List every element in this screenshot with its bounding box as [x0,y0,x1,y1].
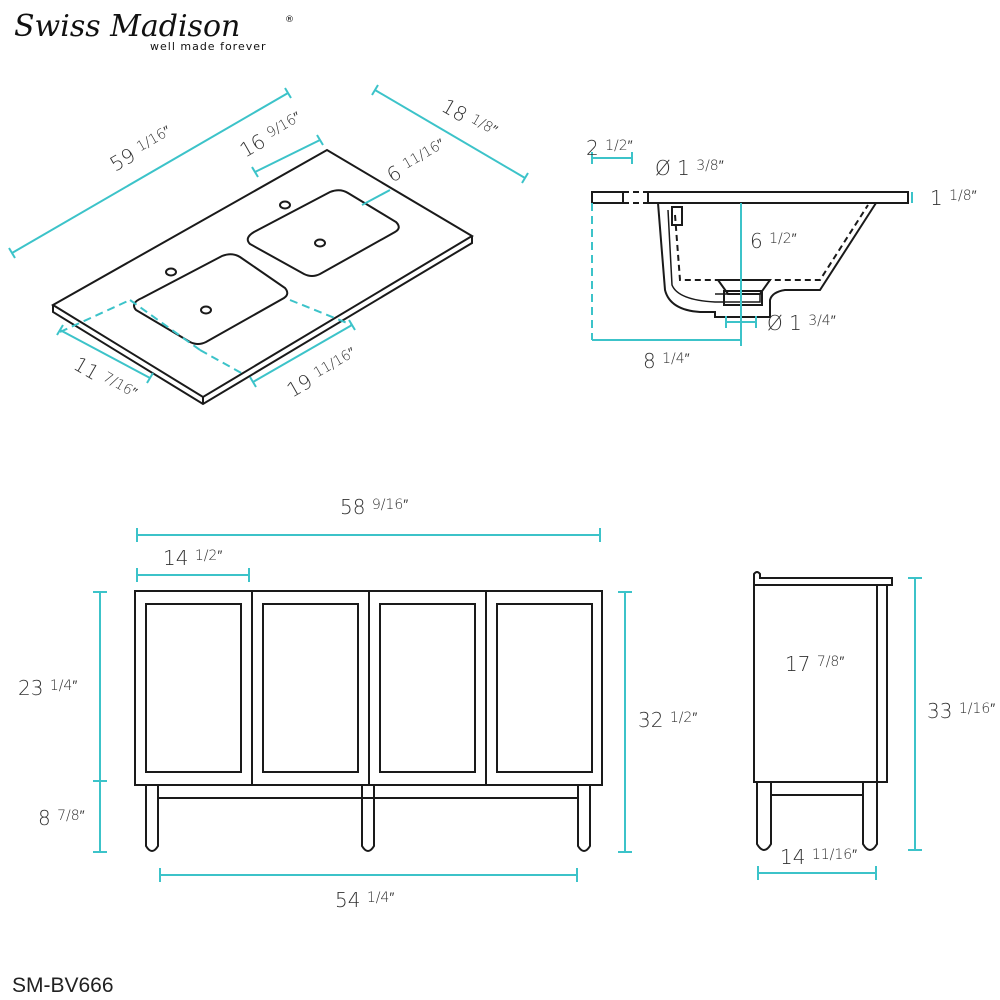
leg [361,785,375,852]
dim-cabinet-height: 23 1/4″ [18,676,77,700]
brand-name: Swiss Madison [14,9,240,44]
side-countertop [753,571,893,586]
drain-icon [314,238,326,248]
dim-drain: Ø 1 3/4″ [767,311,836,335]
dim-total-height: 32 1/2″ [638,708,697,732]
model-number: SM-BV666 [12,974,114,997]
dim-leg-height: 8 7/8″ [38,806,85,830]
right-sink [246,189,400,277]
faucet-hole-icon [279,200,291,210]
dim-side-depth: 17 7/8″ [785,652,844,676]
brand-logo: Swiss Madison well made forever ® [14,9,294,53]
leg [145,785,159,852]
dim-side-total-height: 33 1/16″ [927,699,995,723]
dim-sink-width: 19 11/16″ [283,343,362,402]
door-panel-1 [145,603,242,773]
dim-back-to-sink: 6 11/16″ [383,134,451,187]
brand-tagline: well made forever [150,40,267,53]
dim-top-thickness: 1 1/8″ [930,186,977,210]
dim-overall-width: 58 9/16″ [340,495,408,519]
leg [756,782,772,851]
drain-icon [200,305,212,315]
registered-mark: ® [285,15,294,25]
side-body [753,584,888,783]
leg [577,785,591,852]
dim-countertop-length: 59 1/16″ [106,121,177,176]
left-sink [133,253,289,345]
dim-faucet-offset: 2 1/2″ [586,136,633,160]
door-panel-3 [379,603,476,773]
dim-bowl-depth: 6 1/2″ [750,229,797,253]
dim-sink-spacing: 16 9/16″ [236,107,307,162]
front-view: 58 9/16″ 14 1/2″ 23 1/4″ 8 7/8″ 32 1/2″ … [18,495,697,912]
door-panel-4 [496,603,593,773]
faucet-hole-icon [165,267,177,277]
door-panel-2 [262,603,359,773]
dim-faucet-hole: Ø 1 3/8″ [655,156,724,180]
dim-leg-span: 54 1/4″ [335,888,394,912]
dim-door-width: 14 1/2″ [163,546,222,570]
countertop-view: 59 1/16″ 16 9/16″ 18 1/8″ 6 11/16″ 11 7/… [8,84,529,406]
dim-drain-offset: 8 1/4″ [643,349,690,373]
sink-profile-view: 2 1/2″ Ø 1 3/8″ 1 1/8″ 6 1/2″ Ø 1 3/4″ 8… [586,136,977,373]
dim-countertop-depth: 18 1/8″ [438,94,501,144]
leg [862,782,878,851]
dim-side-leg-span: 14 11/16″ [780,845,857,869]
side-view: 17 7/8″ 33 1/16″ 14 11/16″ [753,571,995,880]
